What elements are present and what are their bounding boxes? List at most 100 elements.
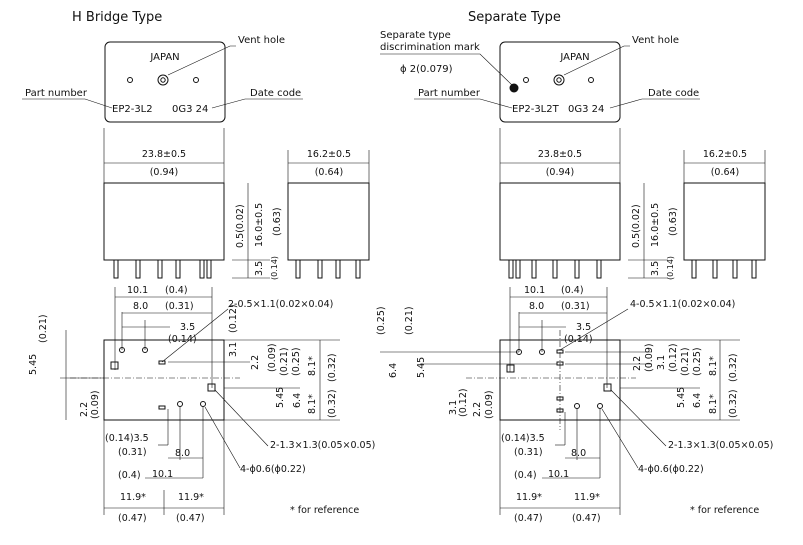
dim-5-45-left: 5.45 — [416, 357, 427, 378]
pin-mark-icon — [193, 77, 199, 83]
dim-3-5: 3.5 — [650, 261, 661, 276]
discrimination-mark-icon — [509, 83, 519, 93]
date-text: 0G3 24 — [568, 104, 604, 115]
svg-text:(0.47): (0.47) — [118, 513, 147, 524]
side-view-main — [103, 182, 225, 261]
dim-width-side: 16.2±0.5 — [703, 149, 747, 160]
dim-6-4: 6.4 — [292, 393, 303, 408]
pin-hole-icon — [177, 401, 183, 407]
hole-note: 4-ϕ0.6(ϕ0.22) — [240, 464, 306, 475]
svg-text:(0.31): (0.31) — [514, 447, 543, 458]
pad-icon — [110, 361, 119, 370]
pin-mark-icon — [588, 77, 594, 83]
date-text: 0G3 24 — [172, 104, 208, 115]
svg-text:(0.4): (0.4) — [165, 285, 188, 296]
svg-text:(0.12): (0.12) — [228, 304, 239, 333]
dim-3-1: 3.1 — [228, 342, 239, 357]
svg-text:(0.21): (0.21) — [38, 314, 49, 343]
pad-icon — [506, 364, 515, 373]
svg-text:(0.12): (0.12) — [668, 343, 679, 372]
dim-3-5-top: 3.5 — [576, 322, 591, 333]
svg-text:(0.21): (0.21) — [680, 347, 691, 376]
pad-icon — [207, 383, 216, 392]
dim-5-45: 5.45 — [275, 387, 286, 408]
slot-note: 4-0.5×1.1(0.02×0.04) — [630, 299, 735, 310]
dim-5-45-left: 5.45 — [28, 354, 39, 375]
pins — [508, 259, 757, 279]
pin-hole-icon — [142, 347, 148, 353]
date-code-label: Date code — [648, 88, 699, 99]
dim-3-5-top: 3.5 — [180, 322, 195, 333]
dim-10-1: 10.1 — [127, 285, 148, 296]
dim-11-9-b: 11.9* — [178, 492, 204, 503]
footnote: * for reference — [290, 505, 359, 516]
svg-text:(0.09): (0.09) — [644, 343, 655, 372]
dim-6-4-left: 6.4 — [388, 363, 399, 378]
hole-note: 4-ϕ0.6(ϕ0.22) — [638, 464, 704, 475]
svg-text:(0.4): (0.4) — [118, 470, 141, 481]
bottom-view-body — [103, 339, 225, 421]
marking-country: JAPAN — [559, 52, 589, 63]
top-view-body — [104, 41, 226, 123]
pins — [113, 259, 361, 279]
top-view-body — [499, 41, 621, 123]
pad-icon — [603, 383, 612, 392]
date-code-label: Date code — [250, 88, 301, 99]
dim-8-0-bottom: 8.0 — [175, 448, 190, 459]
svg-text:(0.12): (0.12) — [458, 388, 469, 417]
svg-text:(0.94): (0.94) — [150, 167, 179, 178]
side-view-end — [683, 182, 766, 261]
svg-text:(0.47): (0.47) — [514, 513, 543, 524]
slot-icon — [158, 360, 166, 365]
svg-text:(0.4): (0.4) — [561, 285, 584, 296]
dim-3-5: 3.5 — [254, 261, 265, 276]
dim-2-2: 2.2 — [250, 355, 261, 370]
dim-3-5-bottom: (0.14)3.5 — [105, 433, 149, 444]
footnote: * for reference — [690, 505, 759, 516]
part-text: EP2-3L2T — [512, 104, 560, 115]
pin-mark-icon — [127, 77, 133, 83]
svg-text:(0.32): (0.32) — [327, 389, 338, 418]
pin-mark-icon — [523, 77, 529, 83]
dim-16-0: 16.0±0.5 — [650, 203, 661, 247]
dim-width-main: 23.8±0.5 — [142, 149, 186, 160]
h-bridge-type-drawing: H Bridge Type JAPAN EP2-3L2 0G3 24 Vent … — [22, 10, 375, 524]
marking-country: JAPAN — [149, 52, 179, 63]
svg-text:(0.64): (0.64) — [711, 167, 740, 178]
dim-5-45: 5.45 — [676, 387, 687, 408]
vent-hole-icon — [157, 74, 169, 86]
mark-label-line2: discrimination mark — [380, 42, 480, 53]
dim-8-0: 8.0 — [133, 301, 148, 312]
dim-8-1-upper: 8.1* — [307, 356, 318, 376]
svg-text:(0.32): (0.32) — [327, 353, 338, 382]
pin-hole-icon — [200, 401, 206, 407]
svg-text:(0.31): (0.31) — [561, 301, 590, 312]
svg-text:(0.14): (0.14) — [270, 256, 279, 280]
part-number-label: Part number — [25, 88, 88, 99]
vent-hole-icon — [553, 74, 565, 86]
pad-note: 2-1.3×1.3(0.05×0.05) — [270, 440, 375, 451]
dim-16-0: 16.0±0.5 — [254, 203, 265, 247]
svg-text:(0.31): (0.31) — [118, 447, 147, 458]
vent-hole-label: Vent hole — [632, 35, 679, 46]
dim-8-1-lower: 8.1* — [307, 394, 318, 414]
dim-8-1-upper: 8.1* — [708, 356, 719, 376]
h-bridge-title: H Bridge Type — [72, 10, 162, 25]
svg-text:(0.09): (0.09) — [267, 343, 278, 372]
svg-text:(0.25): (0.25) — [291, 347, 302, 376]
svg-text:(0.63): (0.63) — [668, 207, 679, 236]
svg-text:(0.21): (0.21) — [404, 306, 415, 335]
dim-8-0-bottom: 8.0 — [571, 448, 586, 459]
dim-3-1: 3.1 — [656, 355, 667, 370]
dim-11-9-b: 11.9* — [574, 492, 600, 503]
part-text: EP2-3L2 — [112, 104, 153, 115]
svg-text:(0.31): (0.31) — [165, 301, 194, 312]
svg-text:(0.25): (0.25) — [692, 347, 703, 376]
dim-11-9-a: 11.9* — [516, 492, 542, 503]
dim-3-5-bottom: (0.14)3.5 — [501, 433, 545, 444]
side-view-main — [499, 182, 621, 261]
svg-text:(0.32): (0.32) — [728, 389, 739, 418]
dim-2-2-left: 2.2 — [79, 402, 90, 417]
svg-text:(0.14): (0.14) — [666, 256, 675, 280]
part-number-label: Part number — [418, 88, 481, 99]
